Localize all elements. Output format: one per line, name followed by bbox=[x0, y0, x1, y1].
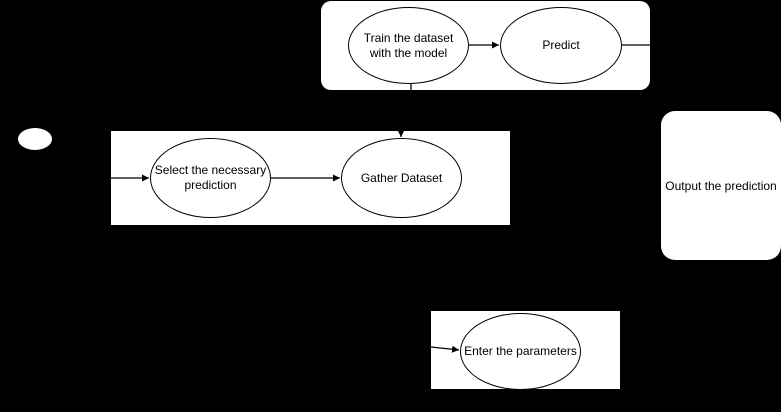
enter-parameters-node: Enter the parameters bbox=[460, 313, 581, 390]
predict-node: Predict bbox=[500, 7, 622, 84]
select-prediction-node: Select the necessary prediction bbox=[150, 138, 271, 218]
enter-parameters-label: Enter the parameters bbox=[464, 344, 577, 358]
predict-label: Predict bbox=[542, 38, 580, 52]
train-dataset-label: Train the dataset with the model bbox=[363, 30, 454, 60]
train-dataset-node: Train the dataset with the model bbox=[348, 7, 469, 84]
gather-dataset-label: Gather Dataset bbox=[360, 170, 443, 185]
start-node bbox=[18, 128, 52, 150]
edge-into-enter-parameters bbox=[430, 345, 460, 353]
output-prediction-label: Output the prediction bbox=[665, 178, 777, 193]
output-prediction-node: Output the prediction bbox=[661, 111, 781, 260]
select-prediction-label: Select the necessary prediction bbox=[154, 163, 267, 192]
gather-dataset-node: Gather Dataset bbox=[341, 138, 462, 218]
